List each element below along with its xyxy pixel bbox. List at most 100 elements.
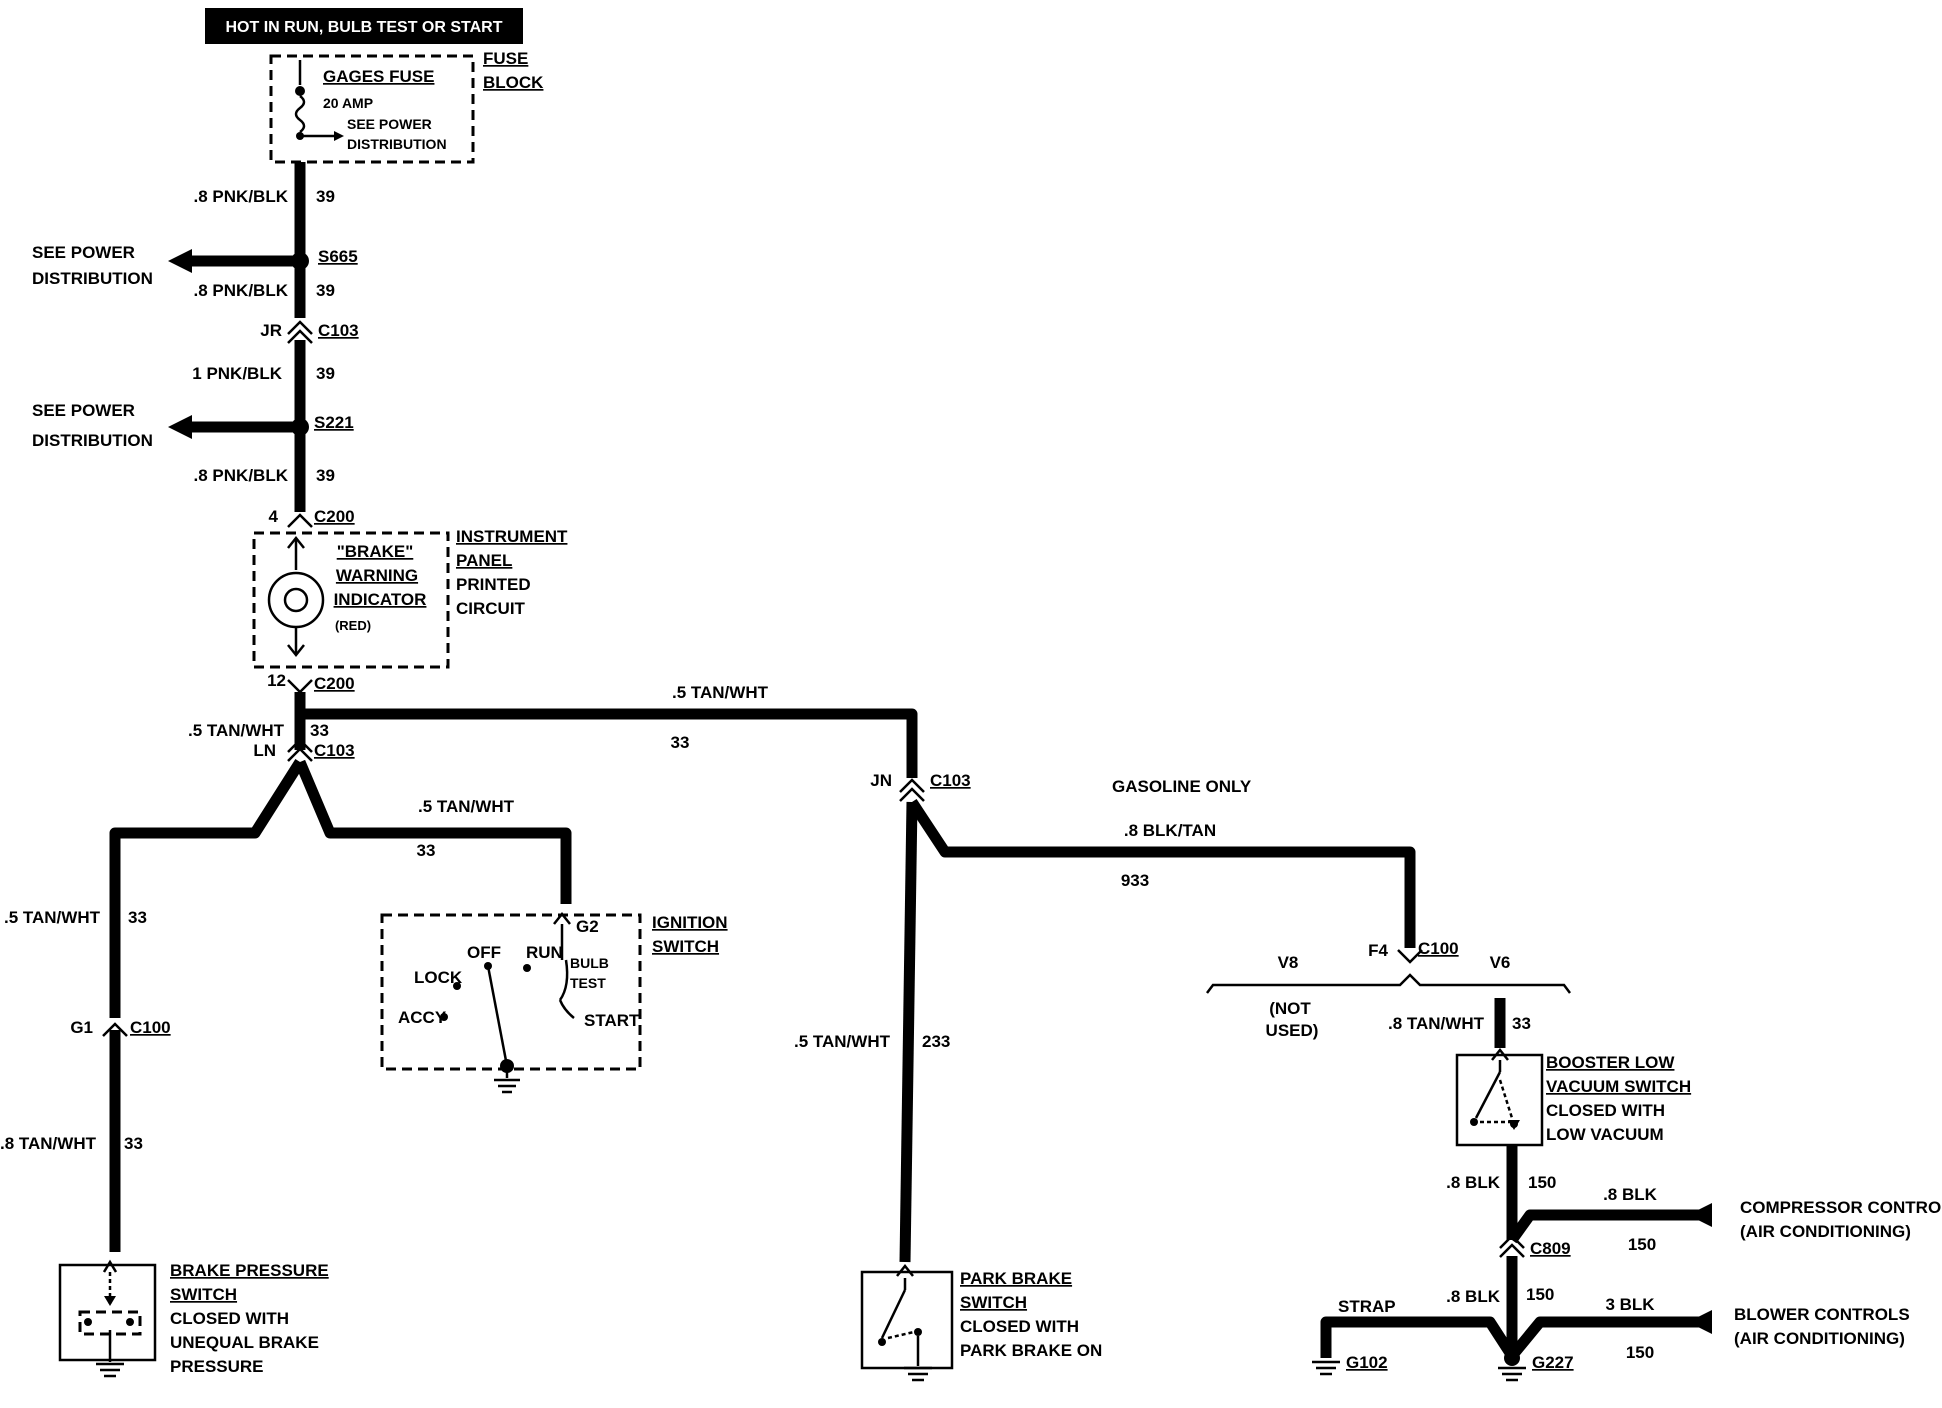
connector-icon — [1397, 949, 1423, 964]
ignition-start: START — [584, 1011, 640, 1030]
not-used-1: (NOT — [1269, 999, 1311, 1018]
connector-name: C103 — [318, 321, 359, 340]
wire-933 — [907, 798, 1416, 948]
wire-circuit: 33 — [128, 908, 147, 927]
arrow-icon — [334, 131, 344, 141]
park-brake-switch-box — [860, 1270, 954, 1370]
brake-pressure-label-4: UNEQUAL BRAKE — [170, 1333, 319, 1352]
strap-wire — [1320, 1316, 1517, 1359]
fuse-rating: 20 AMP — [323, 95, 373, 111]
park-brake-label-2: SWITCH — [960, 1293, 1027, 1312]
brake-pressure-switch-box — [58, 1263, 157, 1362]
ignition-bulb: BULB — [570, 955, 609, 971]
connector-icon — [1499, 1234, 1525, 1249]
strap-label: STRAP — [1338, 1297, 1396, 1316]
header-box — [205, 8, 523, 44]
arrow-left-icon — [168, 249, 192, 273]
brake-pressure-label-3: CLOSED WITH — [170, 1309, 289, 1328]
wire-gauge: .8 PNK/BLK — [194, 466, 289, 485]
wire-circuit: 33 — [417, 841, 436, 860]
wire-gauge: .8 PNK/BLK — [194, 187, 289, 206]
wire-gauge: .8 BLK — [1446, 1173, 1501, 1192]
option-bracket — [1206, 973, 1571, 994]
wire-gauge: .5 TAN/WHT — [418, 797, 515, 816]
fuse-element-icon — [294, 95, 306, 133]
wire-circuit: 33 — [671, 733, 690, 752]
switch-blade — [486, 965, 509, 1067]
fuse-name: GAGES FUSE — [323, 67, 434, 86]
bulb-icon — [267, 571, 325, 629]
arrow-left-icon — [1688, 1203, 1712, 1227]
splice-label: S665 — [318, 247, 358, 266]
booster-label-4: LOW VACUUM — [1546, 1125, 1664, 1144]
wire-gauge: .5 TAN/WHT — [4, 908, 101, 927]
arrow-left-icon — [168, 415, 192, 439]
ignition-test: TEST — [570, 975, 606, 991]
connector-g2: G2 — [576, 917, 599, 936]
park-brake-label-3: CLOSED WITH — [960, 1317, 1079, 1336]
switch-contact-arc — [558, 959, 569, 1001]
blower-label-1: BLOWER CONTROLS — [1734, 1305, 1910, 1324]
fuse-terminal — [295, 86, 305, 96]
brake-pressure-label-2: SWITCH — [170, 1285, 237, 1304]
power-ref-1: SEE POWER — [32, 243, 135, 262]
wire-circuit: 150 — [1526, 1285, 1554, 1304]
indicator-label-2: WARNING — [336, 566, 418, 585]
fuse-ref-2: DISTRIBUTION — [347, 136, 447, 152]
ground-icon — [1312, 1360, 1340, 1376]
wire-gauge: .5 TAN/WHT — [794, 1032, 891, 1051]
park-brake-label-1: PARK BRAKE — [960, 1269, 1072, 1288]
v8-label: V8 — [1278, 953, 1299, 972]
connector-name: C100 — [1418, 939, 1459, 958]
connector-pin: G1 — [70, 1018, 93, 1037]
connector-icon — [287, 679, 313, 694]
wire-33-to-park-brake — [300, 708, 918, 778]
ground-g227: G227 — [1532, 1353, 1574, 1372]
brake-pressure-label-1: BRAKE PRESSURE — [170, 1261, 329, 1280]
compressor-label-1: COMPRESSOR CONTROLS — [1740, 1198, 1942, 1217]
instrument-panel-label-2: PANEL — [456, 551, 512, 570]
ground-icon — [904, 1358, 932, 1382]
connector-name: C103 — [314, 741, 355, 760]
wire-circuit: 933 — [1121, 871, 1149, 890]
connector-icon — [899, 778, 925, 793]
connector-name: C100 — [130, 1018, 171, 1037]
connector-icon — [102, 1022, 128, 1037]
brake-pressure-label-5: PRESSURE — [170, 1357, 264, 1376]
switch-blade — [1474, 1071, 1502, 1119]
park-brake-label-4: PARK BRAKE ON — [960, 1341, 1102, 1360]
ignition-lock: LOCK — [414, 968, 463, 987]
wire-circuit: 150 — [1628, 1235, 1656, 1254]
connector-name: C200 — [314, 674, 355, 693]
connector-icon — [287, 320, 313, 335]
wire-33-to-brake-pressure — [109, 759, 305, 1018]
fuse-block-label-2: BLOCK — [483, 73, 544, 92]
not-used-2: USED) — [1266, 1021, 1319, 1040]
connector-icon — [287, 513, 313, 528]
wire-gauge: 3 BLK — [1605, 1295, 1655, 1314]
wire-gauge: .8 BLK — [1446, 1287, 1501, 1306]
header-label: HOT IN RUN, BULB TEST OR START — [225, 19, 502, 36]
wire-circuit: 33 — [124, 1134, 143, 1153]
wire-circuit: 39 — [316, 466, 335, 485]
wire-circuit-33: 33 — [310, 721, 329, 740]
wire-gauge: 1 PNK/BLK — [192, 364, 282, 383]
v6-label: V6 — [1490, 953, 1511, 972]
wire-33-to-ignition — [294, 759, 572, 904]
wire-150-compressor — [1507, 1209, 1712, 1244]
power-ref-2: DISTRIBUTION — [32, 431, 153, 450]
wire-circuit: 150 — [1626, 1343, 1654, 1362]
instrument-panel-outline — [252, 531, 450, 669]
wire-gauge: .5 TAN/WHT — [188, 721, 285, 740]
wire-gauge: .8 PNK/BLK — [194, 281, 289, 300]
connector-pin: LN — [253, 741, 276, 760]
wire-gauge: .8 TAN/WHT — [0, 1134, 97, 1153]
indicator-label-1: "BRAKE" — [337, 542, 414, 561]
wire-233 — [899, 801, 918, 1263]
wire-circuit: 39 — [316, 187, 335, 206]
ground-icon — [494, 1070, 520, 1094]
fuse-block-label-1: FUSE — [483, 49, 528, 68]
instrument-panel-label-4: CIRCUIT — [456, 599, 526, 618]
wire-gauge: .8 BLK — [1603, 1185, 1658, 1204]
